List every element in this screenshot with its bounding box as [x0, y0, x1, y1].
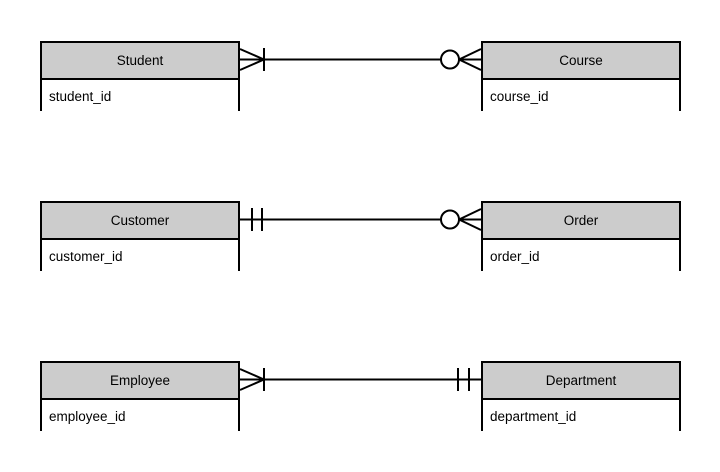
cardinality-exactly-one-right: [457, 368, 470, 391]
entity-order[interactable]: Order order_id: [481, 201, 681, 273]
entity-course-title: Course: [483, 43, 679, 80]
cardinality-exactly-one-left: [251, 208, 263, 231]
entity-employee-attribute: employee_id: [42, 400, 238, 433]
entity-employee-title: Employee: [42, 363, 238, 400]
cardinality-zero-or-many-right: [440, 208, 482, 231]
connector-customer-order: [240, 201, 482, 238]
entity-department-title: Department: [483, 363, 679, 400]
entity-employee[interactable]: Employee employee_id: [40, 361, 240, 433]
entity-order-title: Order: [483, 203, 679, 240]
entity-department-attribute: department_id: [483, 400, 679, 433]
entity-customer[interactable]: Customer customer_id: [40, 201, 240, 273]
entity-customer-attribute: customer_id: [42, 240, 238, 273]
cardinality-one-or-many-left: [239, 48, 265, 71]
entity-course-attribute: course_id: [483, 80, 679, 113]
entity-student-title: Student: [42, 43, 238, 80]
cardinality-one-or-many-left: [239, 368, 265, 391]
entity-student-attribute: student_id: [42, 80, 238, 113]
entity-customer-title: Customer: [42, 203, 238, 240]
cardinality-zero-or-many-right: [440, 48, 482, 71]
entity-course[interactable]: Course course_id: [481, 41, 681, 113]
connector-student-course: [239, 41, 482, 78]
connector-employee-department: [239, 361, 481, 398]
entity-order-attribute: order_id: [483, 240, 679, 273]
entity-student[interactable]: Student student_id: [40, 41, 240, 113]
entity-department[interactable]: Department department_id: [481, 361, 681, 433]
